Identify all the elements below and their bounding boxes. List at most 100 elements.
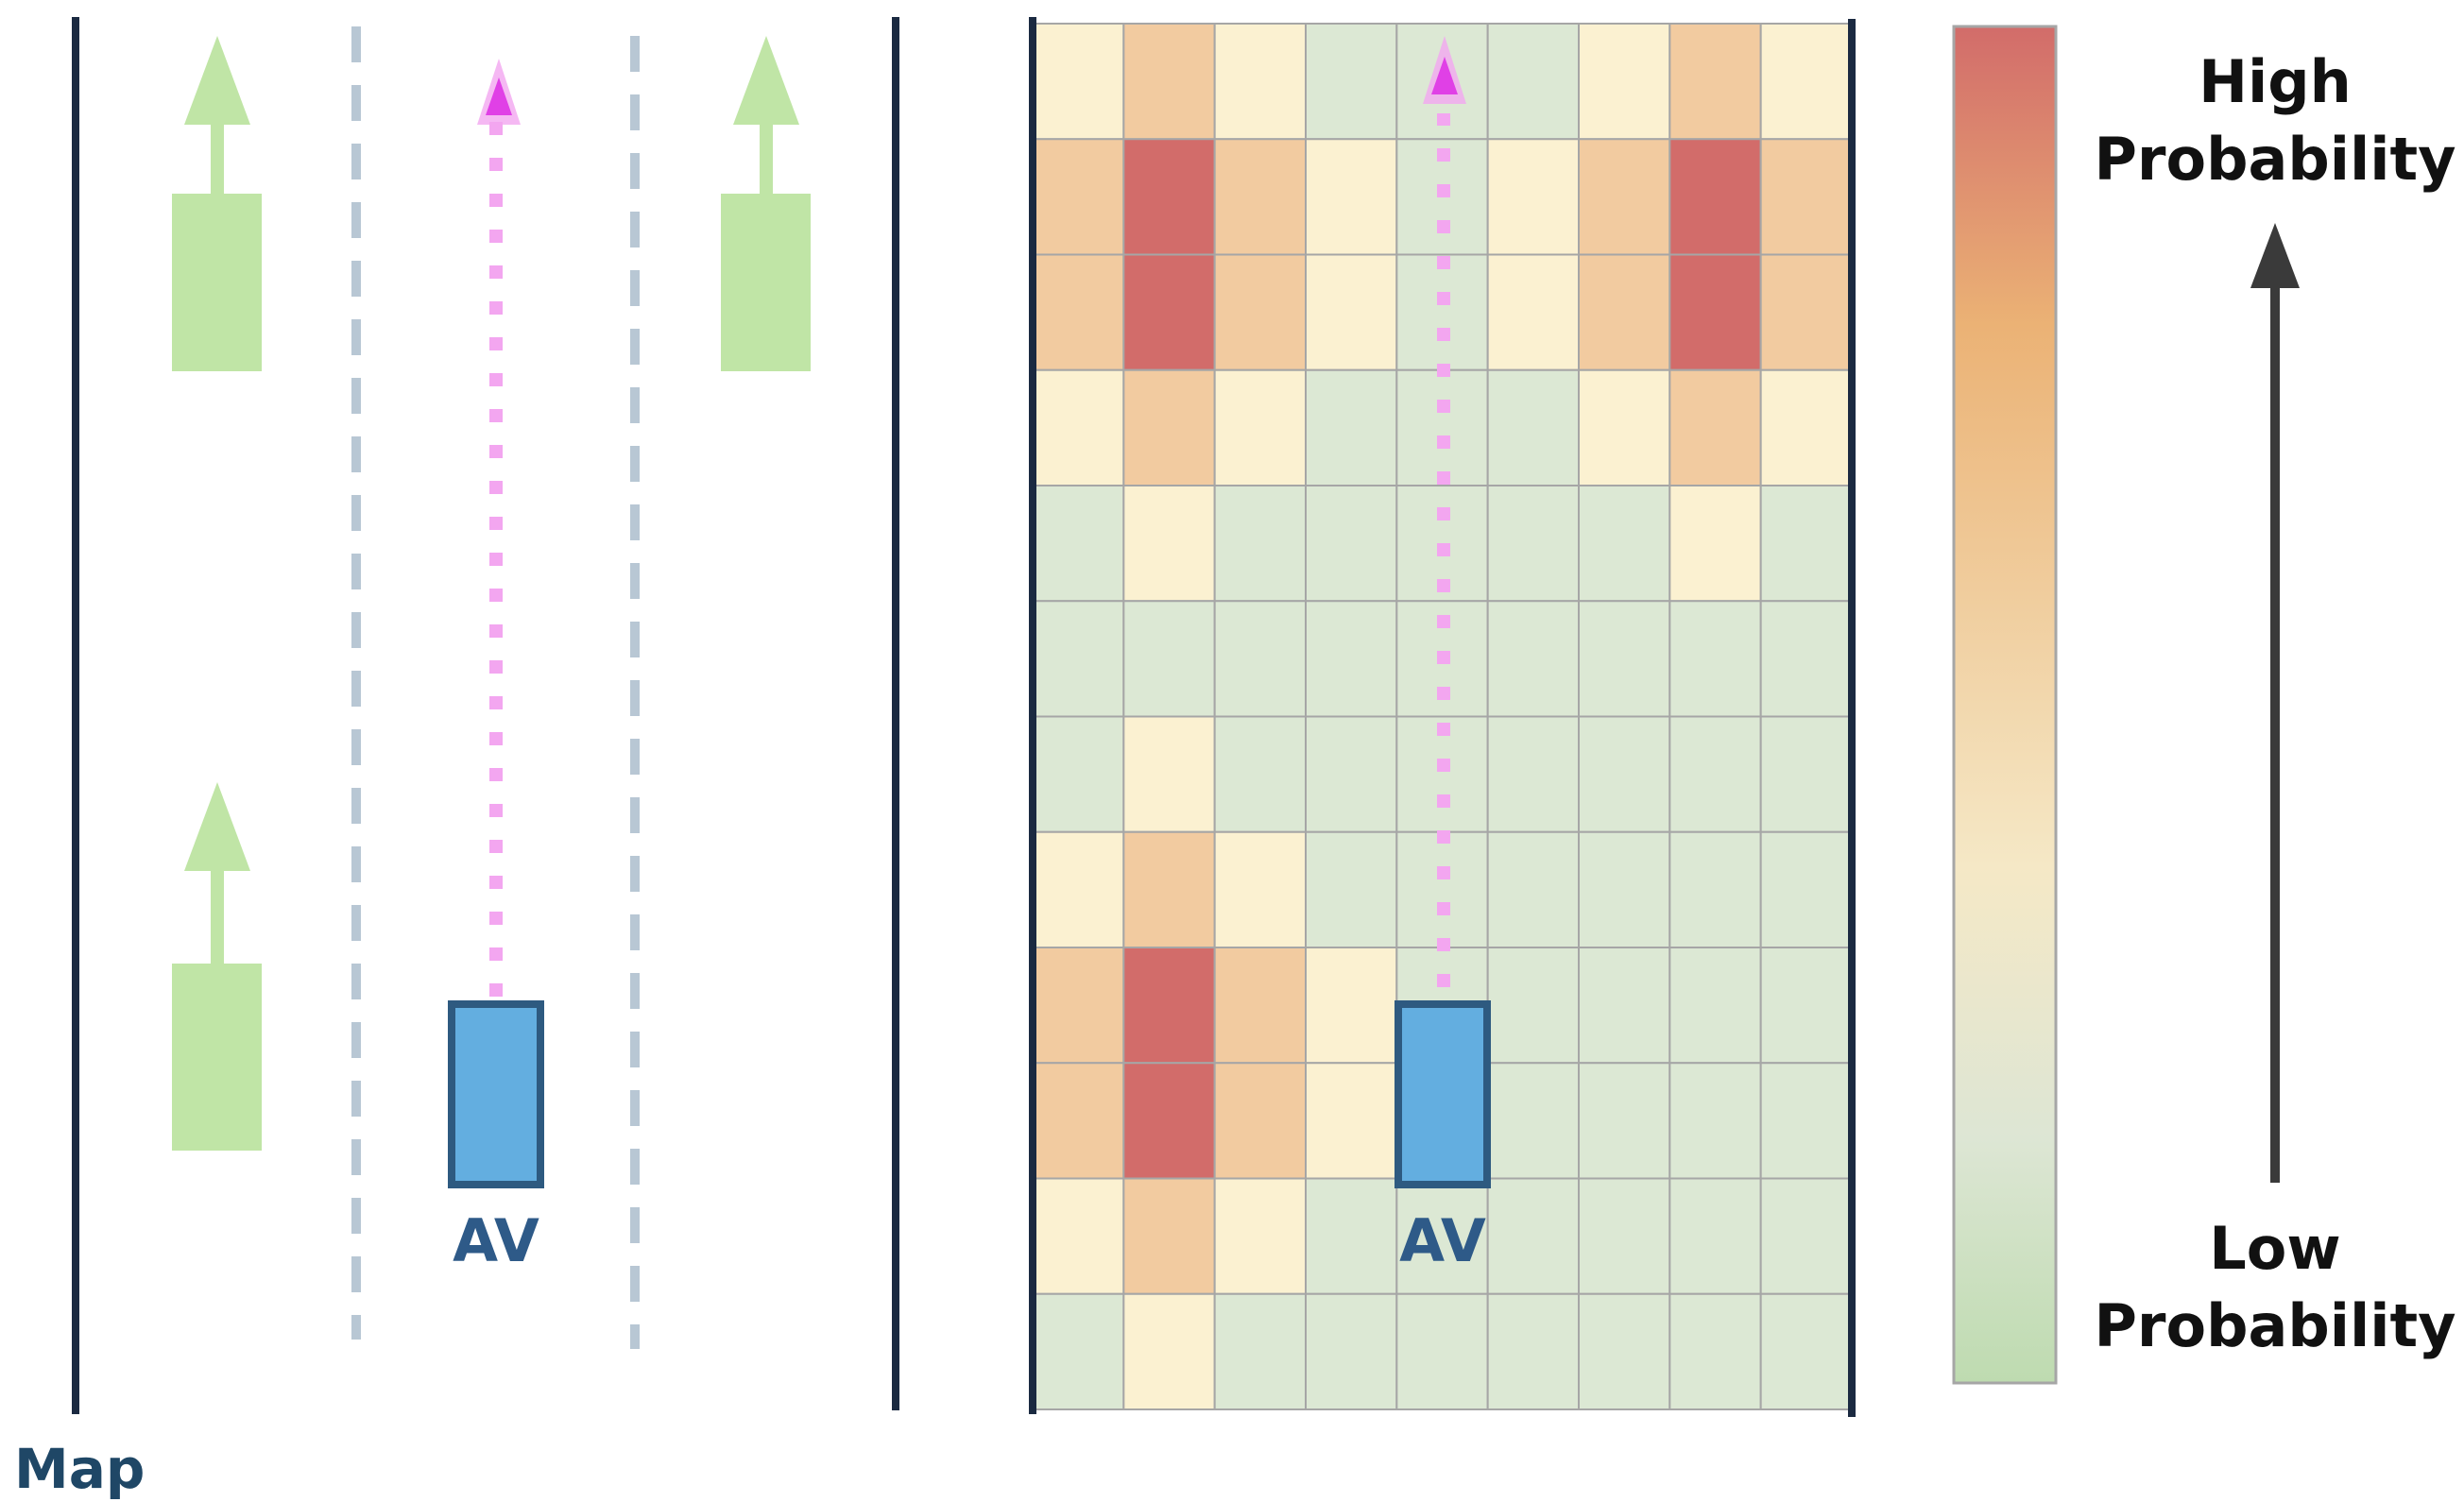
heatmap-cell-r6-c0 (1032, 715, 1125, 833)
heatmap-cell-r10-c5 (1486, 1177, 1581, 1295)
heatmap-cell-r7-c4 (1395, 830, 1489, 948)
heatmap-cell-r1-c2 (1213, 138, 1308, 256)
heatmap-cell-r4-c7 (1668, 485, 1762, 603)
heatmap-cell-r5-c3 (1305, 600, 1398, 718)
heatmap-cell-r6-c8 (1759, 715, 1854, 833)
heatmap-cell-r9-c8 (1759, 1062, 1854, 1180)
heatmap-cell-r3-c8 (1759, 368, 1854, 486)
heatmap-cell-r5-c1 (1122, 600, 1216, 718)
av-label-right: AV (1399, 1206, 1486, 1275)
heatmap-cell-r8-c1 (1122, 947, 1216, 1065)
heatmap-cell-r11-c3 (1305, 1292, 1398, 1410)
heatmap-cell-r2-c1 (1122, 253, 1216, 371)
heatmap-cell-r4-c5 (1486, 485, 1581, 603)
heatmap-cell-r10-c7 (1668, 1177, 1762, 1295)
heatmap-cell-r10-c2 (1213, 1177, 1308, 1295)
heatmap-cell-r10-c0 (1032, 1177, 1125, 1295)
heatmap-cell-r4-c1 (1122, 485, 1216, 603)
heatmap-cell-r5-c0 (1032, 600, 1125, 718)
heatmap-cell-r3-c6 (1578, 368, 1671, 486)
heatmap-cell-r5-c2 (1213, 600, 1308, 718)
heatmap-cell-r7-c6 (1578, 830, 1671, 948)
heatmap-cell-r8-c8 (1759, 947, 1854, 1065)
heatmap-cell-r11-c0 (1032, 1292, 1125, 1410)
heatmap-cell-r6-c2 (1213, 715, 1308, 833)
heatmap-cell-r8-c2 (1213, 947, 1308, 1065)
map-panel: AV Map (14, 17, 899, 1501)
heatmap-cell-r4-c3 (1305, 485, 1398, 603)
heatmap-cell-r0-c7 (1668, 23, 1762, 141)
heatmap-cell-r5-c8 (1759, 600, 1854, 718)
av-vehicle-left (448, 1000, 544, 1188)
heatmap-cell-r1-c5 (1486, 138, 1581, 256)
heatmap-cell-r7-c5 (1486, 830, 1581, 948)
heatmap-panel: AV (1029, 17, 1856, 1417)
heatmap-cell-r3-c0 (1032, 368, 1125, 486)
heatmap-cell-r7-c8 (1759, 830, 1854, 948)
heatmap-cell-r0-c6 (1578, 23, 1671, 141)
heatmap-cell-r11-c8 (1759, 1292, 1854, 1410)
heatmap-cell-r8-c3 (1305, 947, 1398, 1065)
heatmap-cell-r5-c7 (1668, 600, 1762, 718)
heatmap-cell-r11-c7 (1668, 1292, 1762, 1410)
heatmap-cell-r9-c5 (1486, 1062, 1581, 1180)
heatmap-cell-r8-c6 (1578, 947, 1671, 1065)
heatmap-cell-r10-c6 (1578, 1177, 1671, 1295)
heatmap-cell-r1-c3 (1305, 138, 1398, 256)
heatmap-cell-r11-c1 (1122, 1292, 1216, 1410)
heatmap-cell-r2-c2 (1213, 253, 1308, 371)
heatmap-cell-r9-c2 (1213, 1062, 1308, 1180)
heatmap-cell-r7-c7 (1668, 830, 1762, 948)
heatmap-cell-r1-c6 (1578, 138, 1671, 256)
heatmap-cell-r6-c3 (1305, 715, 1398, 833)
heatmap-cell-r6-c7 (1668, 715, 1762, 833)
heatmap-cell-r9-c3 (1305, 1062, 1398, 1180)
heatmap-cell-r4-c8 (1759, 485, 1854, 603)
heatmap-cell-r2-c0 (1032, 253, 1125, 371)
heatmap-cell-r1-c0 (1032, 138, 1125, 256)
heatmap-cell-r9-c6 (1578, 1062, 1671, 1180)
heatmap-cell-r3-c3 (1305, 368, 1398, 486)
low-label-line2: Probability (2094, 1291, 2455, 1360)
heatmap-cell-r0-c3 (1305, 23, 1398, 141)
heatmap-cell-r4-c2 (1213, 485, 1308, 603)
map-label: Map (14, 1437, 145, 1501)
heatmap-cell-r2-c6 (1578, 253, 1671, 371)
heatmap-cell-r7-c0 (1032, 830, 1125, 948)
heatmap-cell-r6-c1 (1122, 715, 1216, 833)
increase-arrow-head (2250, 223, 2300, 288)
heatmap-cell-r7-c3 (1305, 830, 1398, 948)
heatmap-cell-r4-c0 (1032, 485, 1125, 603)
heatmap-cell-r0-c8 (1759, 23, 1854, 141)
heatmap-cell-r3-c4 (1395, 368, 1489, 486)
heatmap-cell-r0-c5 (1486, 23, 1581, 141)
heatmap-cell-r1-c7 (1668, 138, 1762, 256)
high-label-line2: Probability (2094, 125, 2455, 194)
heatmap-cell-r6-c5 (1486, 715, 1581, 833)
heatmap-cell-r6-c6 (1578, 715, 1671, 833)
heatmap-cell-r10-c3 (1305, 1177, 1398, 1295)
heatmap-cell-r2-c3 (1305, 253, 1398, 371)
heatmap-cell-r1-c1 (1122, 138, 1216, 256)
heatmap-cell-r2-c5 (1486, 253, 1581, 371)
heatmap-cell-r3-c5 (1486, 368, 1581, 486)
heatmap-cell-r3-c1 (1122, 368, 1216, 486)
heatmap-cell-r9-c1 (1122, 1062, 1216, 1180)
heatmap-cell-r8-c7 (1668, 947, 1762, 1065)
av-label-left: AV (453, 1206, 539, 1275)
colorbar (1952, 25, 2058, 1385)
heatmap-cell-r11-c4 (1395, 1292, 1489, 1410)
heatmap-cell-r3-c2 (1213, 368, 1308, 486)
heatmap-cell-r2-c4 (1395, 253, 1489, 371)
heatmap-cell-r8-c0 (1032, 947, 1125, 1065)
vehicle-top-left (172, 36, 262, 371)
heatmap-cell-r5-c5 (1486, 600, 1581, 718)
heatmap-cell-r0-c0 (1032, 23, 1125, 141)
heatmap-cell-r7-c1 (1122, 830, 1216, 948)
low-label-line1: Low (2209, 1214, 2340, 1283)
heatmap-cell-r9-c0 (1032, 1062, 1125, 1180)
high-label-line1: High (2199, 47, 2352, 116)
av-path-head-inner-right (1431, 57, 1458, 94)
heatmap-cell-r5-c6 (1578, 600, 1671, 718)
